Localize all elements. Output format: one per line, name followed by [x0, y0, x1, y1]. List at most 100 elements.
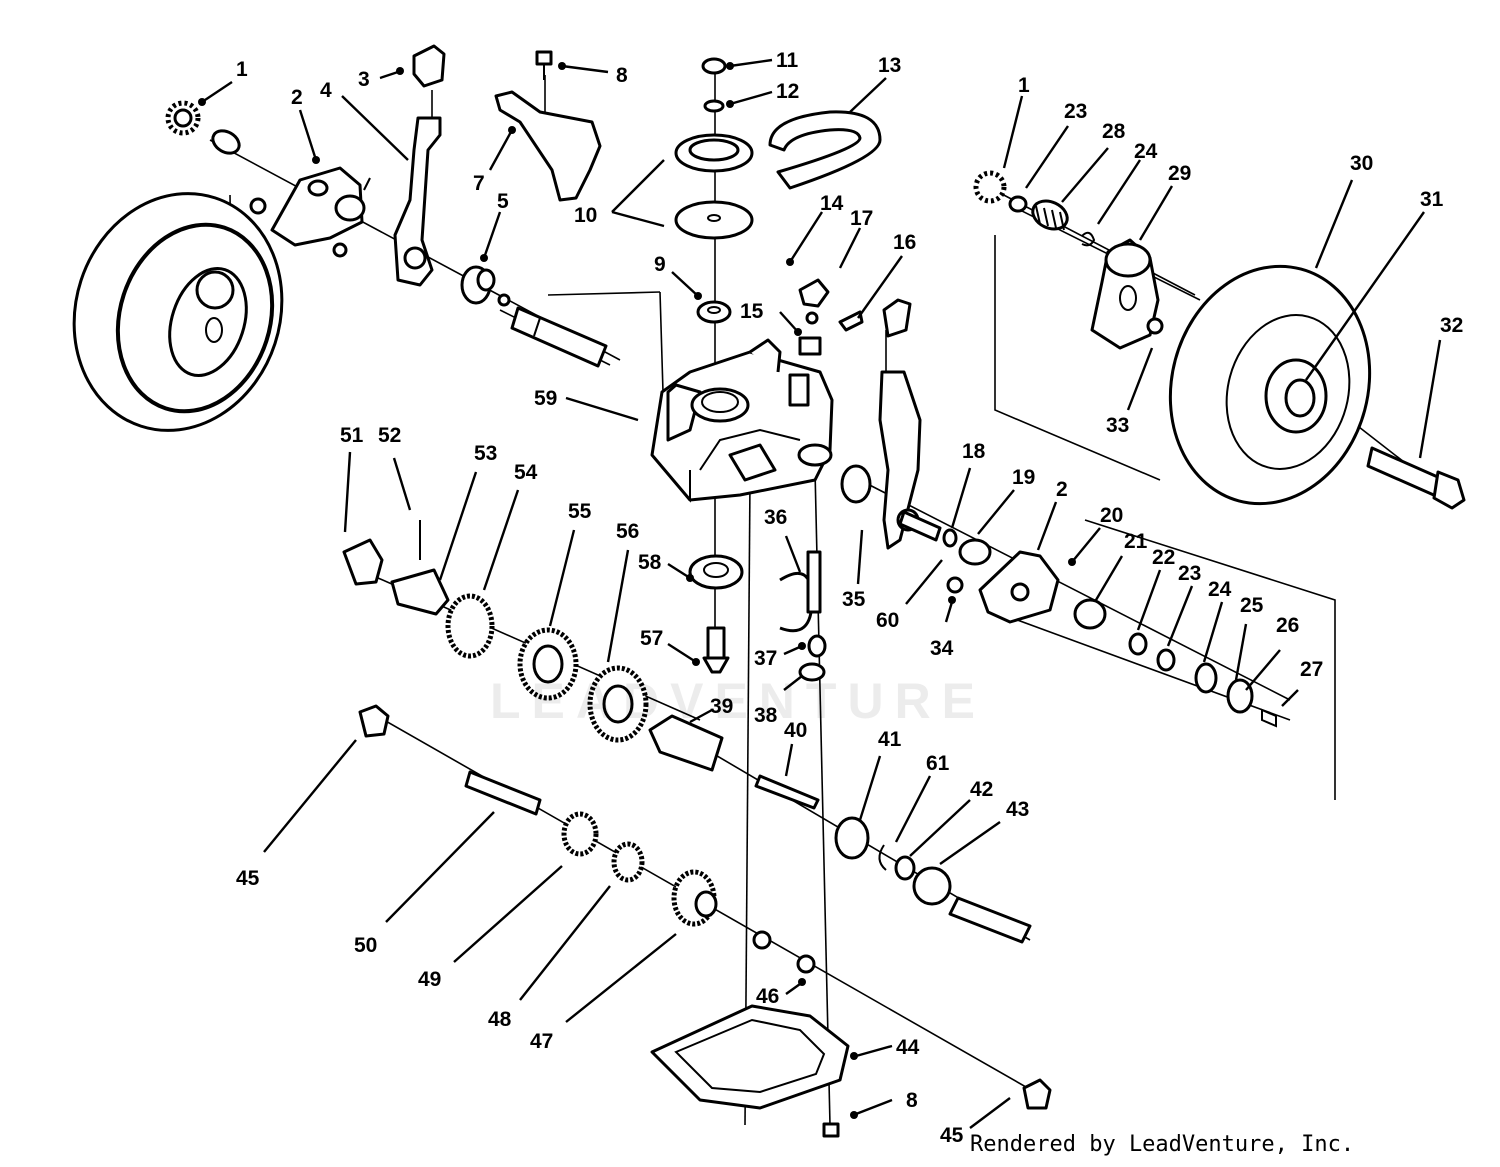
credit-text: Rendered by LeadVenture, Inc.: [970, 1132, 1355, 1157]
callout-45-right: 45: [940, 1124, 964, 1147]
left-wheel: [72, 192, 284, 432]
callout-51: 51: [340, 424, 364, 447]
callout-45-left: 45: [236, 867, 260, 890]
switch-parts-14-17: [798, 278, 864, 356]
bushing-5: [460, 265, 511, 307]
spring-28: [1008, 195, 1096, 247]
callout-42: 42: [970, 778, 993, 801]
callout-40: 40: [784, 719, 807, 742]
callout-56: 56: [616, 520, 639, 543]
callout-8-top: 8: [616, 64, 628, 87]
wheel-adjuster-29: [1090, 238, 1164, 350]
callout-23-bottom: 23: [1178, 562, 1201, 585]
callout-48: 48: [488, 1008, 512, 1031]
spacer-9: [696, 300, 732, 324]
callout-31: 31: [1420, 188, 1444, 211]
callout-50: 50: [354, 934, 377, 957]
bottom-cover-44: [650, 1004, 850, 1138]
callout-30: 30: [1350, 152, 1373, 175]
callout-61: 61: [926, 752, 950, 775]
pinion-gear-left: [165, 100, 201, 136]
callout-25: 25: [1240, 594, 1264, 617]
shaft-upper-left: [510, 306, 608, 368]
callout-52: 52: [378, 424, 401, 447]
callout-7: 7: [473, 172, 485, 195]
callout-53: 53: [474, 442, 497, 465]
lower-gears: [358, 704, 1052, 1110]
callout-38: 38: [754, 704, 778, 727]
callout-23-top: 23: [1064, 100, 1087, 123]
callout-60: 60: [876, 609, 899, 632]
callout-54: 54: [514, 461, 538, 484]
gearbox-housing-59: [650, 338, 834, 503]
callout-2-left: 2: [291, 86, 303, 109]
callout-18: 18: [962, 440, 986, 463]
callout-3: 3: [358, 68, 370, 91]
callout-13: 13: [878, 54, 901, 77]
callout-4: 4: [320, 79, 332, 102]
lever-parts-right: [840, 298, 922, 550]
callout-37: 37: [754, 647, 777, 670]
callout-33: 33: [1106, 414, 1129, 437]
callout-41: 41: [878, 728, 902, 751]
bolt-8-top: [535, 50, 553, 80]
callout-19: 19: [1012, 466, 1035, 489]
wheel-adjuster-bracket-left: [249, 166, 371, 258]
callout-59: 59: [534, 387, 557, 410]
nut-11-washer-12: [701, 57, 727, 113]
callout-49: 49: [418, 968, 441, 991]
callout-58: 58: [638, 551, 662, 574]
callout-28: 28: [1102, 120, 1126, 143]
shift-fork-36: [779, 550, 822, 633]
callout-29: 29: [1168, 162, 1191, 185]
main-shaft-39-43: [648, 714, 1032, 944]
callout-11: 11: [776, 49, 799, 72]
callout-57: 57: [640, 627, 663, 650]
pulley-discs-10: [674, 133, 754, 240]
callout-26: 26: [1276, 614, 1299, 637]
callout-2-right: 2: [1056, 478, 1068, 501]
callout-24-bottom: 24: [1208, 578, 1232, 601]
callout-39: 39: [710, 695, 733, 718]
bracket-7: [494, 90, 602, 202]
callout-1-right: 1: [1018, 74, 1030, 97]
callout-labels: 1 2 4 3 5 7 8 9 10 11 12 13 14 17 16 15 …: [236, 49, 1463, 1147]
bushing-left: [211, 129, 241, 155]
callout-9: 9: [654, 253, 666, 276]
watermark: LEADVENTURE: [490, 673, 987, 729]
callout-24-top: 24: [1134, 140, 1158, 163]
callout-44: 44: [896, 1036, 920, 1059]
bearing-58-bolt-57: [688, 554, 744, 674]
callout-10: 10: [574, 204, 597, 227]
spring-37-38: [798, 634, 827, 682]
callout-34: 34: [930, 637, 954, 660]
left-gear-train: [342, 520, 649, 743]
callout-43: 43: [1006, 798, 1029, 821]
callout-17: 17: [850, 207, 873, 230]
callout-27: 27: [1300, 658, 1323, 681]
callout-1-left: 1: [236, 58, 248, 81]
callout-leader-lines: [198, 58, 1442, 1129]
right-wheel-30: [1168, 264, 1372, 506]
right-axle-stack: [898, 510, 1277, 728]
callout-16: 16: [893, 231, 916, 254]
belt-13: [768, 110, 882, 190]
callout-21: 21: [1124, 530, 1148, 553]
callout-35: 35: [842, 588, 866, 611]
callout-55: 55: [568, 500, 592, 523]
callout-22: 22: [1152, 546, 1175, 569]
callout-20: 20: [1100, 504, 1123, 527]
callout-36: 36: [764, 506, 787, 529]
height-lever-4: [393, 116, 442, 287]
callout-46: 46: [756, 985, 779, 1008]
axle-bolt-32: [1366, 446, 1466, 510]
callout-5: 5: [497, 190, 509, 213]
callout-47: 47: [530, 1030, 553, 1053]
callout-14: 14: [820, 192, 844, 215]
callout-32: 32: [1440, 314, 1463, 337]
lever-cap-3: [412, 44, 446, 88]
callout-8-bottom: 8: [906, 1089, 918, 1112]
pinion-gear-right: [973, 170, 1007, 204]
callout-15: 15: [740, 300, 764, 323]
